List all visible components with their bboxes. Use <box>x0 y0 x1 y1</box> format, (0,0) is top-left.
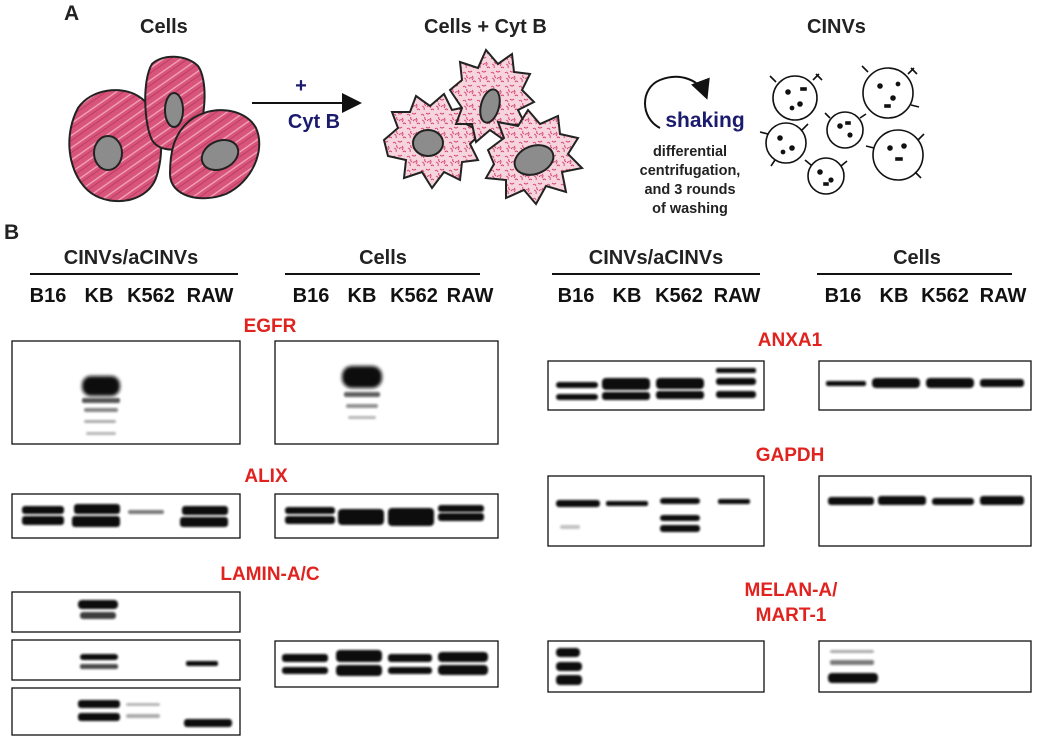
nucleus <box>412 129 444 157</box>
protein-label-egfr: EGFR <box>244 316 297 337</box>
protein-label-alix: ALIX <box>244 466 288 487</box>
blot-bands <box>828 650 878 683</box>
blot-bands <box>556 368 756 400</box>
group-header-cells-right: Cells <box>893 247 941 269</box>
process-note-line: of washing <box>652 201 728 217</box>
treated-cells-illustration <box>382 48 585 206</box>
lane-label-b16: B16 <box>825 285 862 307</box>
blot-anxa1-cinvs <box>547 360 765 411</box>
nucleus <box>164 92 184 128</box>
cinv-vesicle <box>804 157 848 195</box>
process-note-line: and 3 rounds <box>644 182 735 198</box>
blot-bands <box>828 496 1024 505</box>
shaking-arrow-icon <box>644 75 710 129</box>
process-note-line: centrifugation, <box>640 163 741 179</box>
lane-label-kb: KB <box>613 285 642 307</box>
panel-a-letter: A <box>64 2 79 25</box>
group-header-cinvs-right: CINVs/aCINVs <box>589 247 724 269</box>
protein-label-lamin: LAMIN-A/C <box>220 564 319 585</box>
protein-label-melan-line1: MELAN-A/ <box>745 580 839 601</box>
blot-bands <box>78 600 118 619</box>
lane-label-raw: RAW <box>714 285 761 307</box>
stage-treated-label: Cells + Cyt B <box>424 16 547 38</box>
panel-b-letter: B <box>4 221 19 244</box>
blot-egfr-cinvs <box>11 340 241 445</box>
blot-gapdh-cinvs <box>547 475 765 547</box>
cinv-vesicle <box>759 122 809 167</box>
process-notes: differential centrifugation, and 3 round… <box>640 144 741 217</box>
lane-label-raw: RAW <box>447 285 494 307</box>
nucleus <box>513 144 555 176</box>
blot-bands <box>285 505 484 526</box>
arrow-cytb-label: Cyt B <box>288 111 340 133</box>
blot-lamin-cinvs-1 <box>11 591 241 633</box>
normal-cells-illustration <box>68 55 261 203</box>
blot-anxa1-cells <box>818 360 1032 411</box>
blot-bands <box>22 504 228 527</box>
blot-melan-cinvs <box>547 640 765 693</box>
blot-bands <box>342 366 382 419</box>
shaking-label: shaking <box>665 109 744 132</box>
blot-egfr-cells <box>274 340 499 445</box>
stage-cells-label: Cells <box>140 16 188 38</box>
blot-bands <box>826 378 1024 388</box>
protein-label-melan-line2: MART-1 <box>756 605 827 626</box>
group-headers: CINVs/aCINVs Cells CINVs/aCINVs Cells <box>30 247 1012 275</box>
lane-label-k562: K562 <box>127 285 175 307</box>
blot-alix-cinvs <box>11 493 241 539</box>
lane-label-b16: B16 <box>30 285 67 307</box>
stage-cinvs-label: CINVs <box>807 16 866 38</box>
protein-label-gapdh: GAPDH <box>756 445 825 466</box>
blot-bands <box>282 650 488 676</box>
cinv-vesicle <box>861 65 920 119</box>
protein-label-anxa1: ANXA1 <box>758 330 823 351</box>
normal-cell <box>68 89 163 203</box>
normal-cell <box>168 109 261 200</box>
lane-label-b16: B16 <box>558 285 595 307</box>
process-note-line: differential <box>653 144 727 160</box>
blot-bands <box>78 700 232 727</box>
group-header-cinvs-left: CINVs/aCINVs <box>64 247 199 269</box>
blot-lamin-cinvs-3 <box>11 687 241 736</box>
lane-label-k562: K562 <box>390 285 438 307</box>
nucleus <box>200 138 240 172</box>
lane-label-kb: KB <box>85 285 114 307</box>
blot-alix-cells <box>274 493 499 539</box>
blot-lamin-cinvs-2 <box>11 639 241 681</box>
blot-gapdh-cells <box>818 475 1032 547</box>
lane-label-raw: RAW <box>187 285 234 307</box>
lane-label-k562: K562 <box>921 285 969 307</box>
lane-label-b16: B16 <box>293 285 330 307</box>
blot-bands <box>80 654 218 669</box>
cinv-vesicles-illustration <box>759 65 925 195</box>
blot-bands <box>556 498 750 532</box>
cinv-vesicle <box>824 111 867 149</box>
arrow-plus-label: + <box>295 75 307 97</box>
blot-bands <box>82 376 120 435</box>
blot-bands <box>556 648 582 685</box>
lane-label-raw: RAW <box>980 285 1027 307</box>
lane-label-kb: KB <box>880 285 909 307</box>
cinv-vesicle <box>769 73 823 121</box>
cinv-vesicle <box>865 129 925 181</box>
group-header-cells-left: Cells <box>359 247 407 269</box>
lane-labels: B16 KB K562 RAW B16 KB K562 RAW B16 KB K… <box>30 285 1027 307</box>
nucleus <box>479 88 501 124</box>
nucleus <box>93 135 123 171</box>
lane-label-k562: K562 <box>655 285 703 307</box>
blot-melan-cells <box>818 640 1032 693</box>
lane-label-kb: KB <box>348 285 377 307</box>
blot-lamin-cells <box>274 640 499 688</box>
